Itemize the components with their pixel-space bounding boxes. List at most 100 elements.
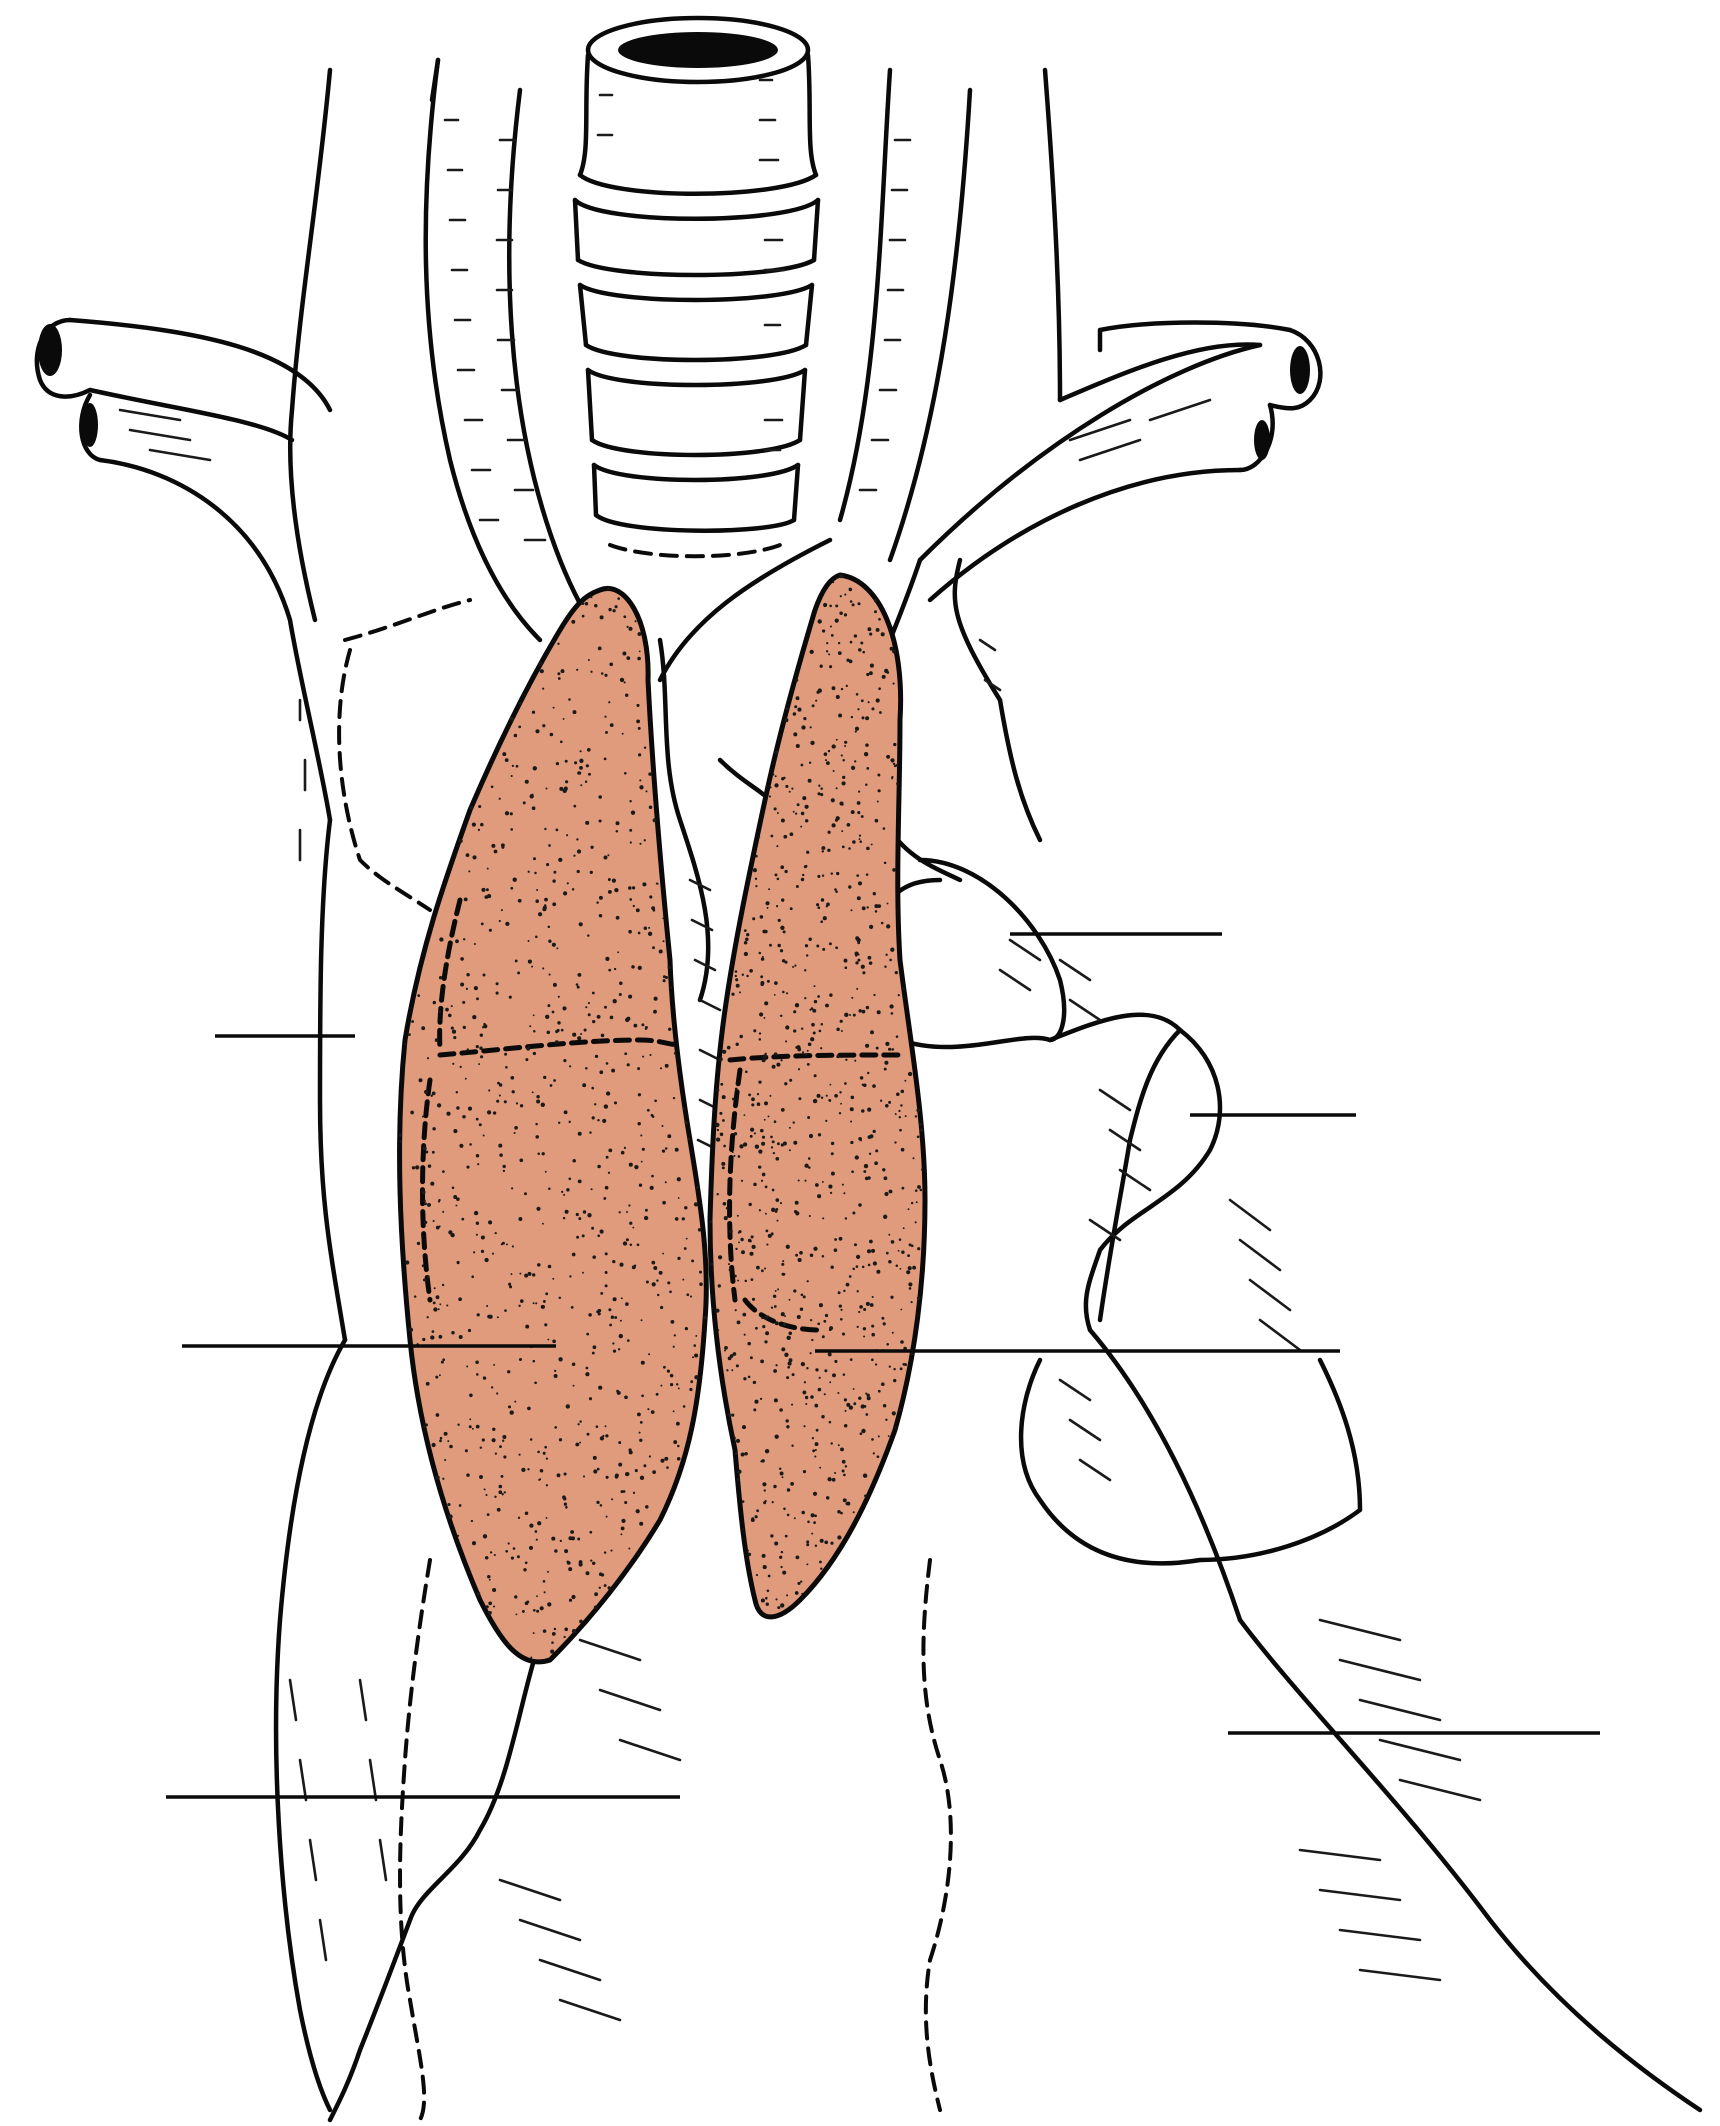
stipple-dot — [716, 1128, 720, 1132]
stipple-dot — [514, 1595, 518, 1599]
stipple-dot — [735, 1247, 738, 1251]
stipple-dot — [852, 1388, 855, 1390]
stipple-dot — [810, 740, 815, 746]
stipple-dot — [614, 1316, 618, 1319]
stipple-dot — [761, 1135, 766, 1139]
stipple-dot — [643, 1464, 647, 1468]
stipple-dot — [518, 701, 522, 705]
stipple-dot — [831, 744, 836, 749]
stipple-dot — [914, 1221, 917, 1224]
stipple-dot — [687, 1137, 691, 1141]
stipple-dot — [830, 1541, 834, 1545]
stipple-dot — [449, 1444, 453, 1449]
stipple-dot — [684, 1121, 689, 1125]
stipple-dot — [603, 1196, 607, 1200]
stipple-dot — [854, 1155, 859, 1160]
stipple-dot — [761, 1172, 766, 1177]
stipple-dot — [468, 870, 471, 873]
stipple-dot — [758, 1080, 762, 1084]
stipple-dot — [899, 1267, 902, 1270]
stipple-dot — [772, 773, 775, 776]
stipple-dot — [446, 1111, 451, 1116]
stipple-dot — [781, 1476, 784, 1479]
stipple-dot — [892, 649, 897, 654]
stipple-dot — [603, 757, 607, 761]
stipple-dot — [858, 834, 862, 837]
stipple-dot — [763, 1501, 767, 1505]
stipple-dot — [535, 1122, 538, 1126]
stipple-dot — [636, 719, 640, 724]
stipple-dot — [497, 1081, 500, 1085]
stipple-dot — [625, 1017, 630, 1023]
stipple-dot — [642, 1055, 645, 1058]
stipple-dot — [579, 1420, 582, 1423]
stipple-dot — [893, 1367, 896, 1371]
stipple-dot — [865, 1301, 870, 1306]
stipple-dot — [648, 1455, 652, 1458]
stipple-dot — [856, 896, 861, 901]
stipple-dot — [774, 1434, 779, 1439]
stipple-dot — [527, 870, 530, 873]
stipple-dot — [624, 1500, 628, 1505]
stipple-dot — [475, 1233, 478, 1236]
stipple-dot — [737, 1231, 741, 1234]
stipple-dot — [848, 885, 852, 889]
stipple-dot — [608, 968, 612, 972]
stipple-dot — [857, 881, 863, 886]
stipple-dot — [453, 1195, 458, 1199]
stipple-dot — [635, 1509, 640, 1514]
stipple-dot — [812, 1491, 818, 1496]
stipple-dot — [637, 1067, 641, 1071]
stipple-dot — [817, 874, 821, 878]
stipple-dot — [857, 708, 860, 711]
stipple-dot — [599, 1229, 604, 1234]
stipple-dot — [651, 1174, 654, 1178]
stipple-dot — [839, 1317, 843, 1321]
stipple-dot — [900, 1089, 905, 1094]
stipple-dot — [773, 1484, 777, 1489]
stipple-dot — [764, 1052, 767, 1055]
stipple-dot — [410, 1110, 414, 1115]
stipple-dot — [726, 1369, 729, 1372]
stipple-dot — [777, 943, 781, 948]
stipple-dot — [586, 747, 591, 752]
stipple-dot — [592, 1345, 596, 1349]
stipple-dot — [789, 1078, 793, 1082]
stipple-dot — [634, 1164, 639, 1170]
stipple-dot — [733, 1154, 736, 1157]
stipple-dot — [886, 754, 891, 759]
stipple-dot — [552, 902, 557, 907]
stipple-dot — [481, 887, 486, 892]
stipple-dot — [771, 1140, 775, 1144]
stipple-dot — [535, 899, 539, 903]
stipple-dot — [829, 993, 833, 997]
stipple-dot — [504, 1309, 507, 1312]
stipple-dot — [589, 1530, 593, 1534]
stipple-dot — [615, 821, 620, 826]
stipple-dot — [547, 1570, 549, 1573]
stipple-dot — [547, 1602, 552, 1607]
stipple-dot — [536, 1609, 540, 1613]
stipple-dot — [565, 1404, 570, 1409]
stipple-dot — [763, 1489, 766, 1492]
stipple-dot — [800, 1580, 803, 1583]
stipple-dot — [880, 632, 885, 637]
stipple-dot — [867, 701, 870, 704]
stipple-dot — [560, 669, 565, 674]
stipple-dot — [721, 1095, 726, 1100]
stipple-dot — [859, 1305, 863, 1309]
stipple-dot — [413, 1295, 417, 1298]
aorta-pulmonary-region — [854, 557, 1703, 2113]
stipple-dot — [754, 1144, 760, 1149]
stipple-dot — [629, 841, 632, 844]
stipple-dot — [591, 1226, 595, 1230]
stipple-dot — [760, 1598, 765, 1603]
stipple-dot — [838, 713, 843, 718]
stipple-dot — [808, 1214, 811, 1218]
stipple-dot — [890, 947, 895, 952]
stipple-dot — [577, 1423, 580, 1426]
stipple-dot — [588, 1397, 593, 1401]
stipple-dot — [717, 1284, 721, 1288]
stipple-dot — [780, 1143, 784, 1147]
stipple-dot — [771, 1207, 776, 1212]
